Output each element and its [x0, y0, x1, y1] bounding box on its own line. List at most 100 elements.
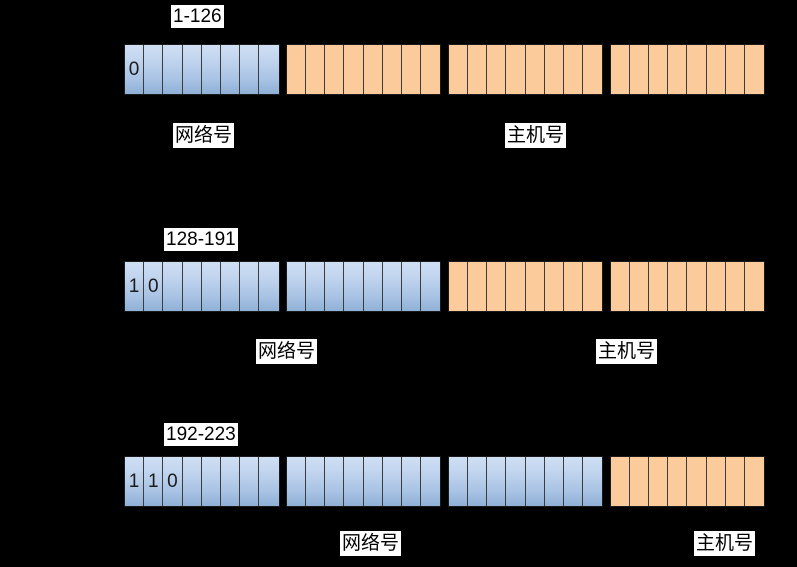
bit-cell	[306, 45, 326, 94]
bit-cell	[402, 45, 422, 94]
field-label-class-b-2: 主机号	[596, 339, 658, 364]
bit-cell	[545, 457, 564, 506]
bit-cell	[564, 45, 584, 94]
bit-cell	[402, 262, 422, 311]
bit-cell	[668, 45, 688, 94]
bit-cell	[564, 457, 584, 506]
bit-cell	[649, 262, 669, 311]
bit-cell	[421, 262, 440, 311]
bit-cell	[487, 45, 507, 94]
bit-cell: 0	[144, 262, 164, 311]
bit-cell	[240, 45, 260, 94]
range-label-class-a: 1-126	[171, 5, 224, 28]
bit-cell	[668, 262, 688, 311]
bit-cell	[611, 45, 630, 94]
field-label-class-a-1: 网络号	[173, 123, 235, 148]
bit-cell	[630, 262, 650, 311]
bit-cell: 0	[125, 45, 145, 94]
bit-cell	[583, 262, 602, 311]
bit-cell	[421, 45, 440, 94]
bit-cell	[183, 262, 202, 311]
bit-cell	[649, 45, 669, 94]
bit-cell	[745, 45, 764, 94]
bit-cell	[221, 45, 241, 94]
bit-cell	[583, 457, 602, 506]
bit-cell	[449, 262, 468, 311]
bit-cell	[526, 45, 545, 94]
bit-cell	[468, 457, 488, 506]
bit-cell: 0	[163, 457, 183, 506]
octet-class-a-1: 0	[124, 44, 280, 95]
bit-cell	[487, 262, 507, 311]
bit-cell	[449, 45, 468, 94]
bit-cell	[144, 45, 164, 94]
bit-cell	[526, 262, 545, 311]
bit-cell	[630, 45, 650, 94]
octet-class-b-3	[447, 261, 604, 312]
bit-cell	[707, 457, 726, 506]
bit-cell	[545, 262, 564, 311]
octet-class-c-2	[285, 456, 442, 507]
bit-cell	[183, 457, 202, 506]
bit-cell	[259, 45, 278, 94]
bit-cell	[364, 262, 383, 311]
field-label-class-b-1: 网络号	[256, 339, 318, 364]
bit-cell	[344, 457, 364, 506]
bit-cell	[325, 45, 345, 94]
bit-cell	[259, 262, 278, 311]
bit-cell	[325, 262, 345, 311]
bit-cell	[344, 45, 364, 94]
bit-cell	[325, 457, 345, 506]
bit-cell	[287, 262, 307, 311]
bit-cell	[649, 457, 669, 506]
bit-cell	[259, 457, 278, 506]
bit-cell	[202, 45, 221, 94]
bit-cell	[583, 45, 602, 94]
octet-class-c-3	[447, 456, 604, 507]
bit-cell	[402, 457, 422, 506]
bit-cell	[468, 262, 488, 311]
bit-cell	[183, 45, 202, 94]
bit-cell	[364, 457, 383, 506]
bit-cell	[745, 262, 764, 311]
bit-cell	[287, 457, 307, 506]
bit-cell: 1	[125, 457, 145, 506]
octet-class-c-4	[609, 456, 766, 507]
bit-cell	[240, 457, 260, 506]
range-label-class-c: 192-223	[164, 423, 238, 446]
bit-cell	[240, 262, 260, 311]
field-label-class-c-1: 网络号	[340, 531, 402, 556]
bit-cell	[468, 45, 488, 94]
bit-cell	[564, 262, 584, 311]
bit-cell	[221, 262, 241, 311]
octet-class-b-2	[285, 261, 442, 312]
bit-cell	[506, 45, 526, 94]
bit-cell	[726, 457, 745, 506]
bit-cell	[383, 262, 403, 311]
bit-cell	[306, 457, 326, 506]
bit-cell	[383, 45, 403, 94]
bit-cell: 1	[125, 262, 145, 311]
bit-cell	[287, 45, 307, 94]
field-label-class-c-2: 主机号	[694, 531, 756, 556]
bit-cell	[221, 457, 241, 506]
octet-class-a-3	[447, 44, 604, 95]
bit-cell	[383, 457, 403, 506]
bit-cell	[202, 457, 221, 506]
bit-cell: 1	[144, 457, 164, 506]
octet-class-b-4	[609, 261, 766, 312]
bit-cell	[545, 45, 564, 94]
bit-cell	[707, 262, 726, 311]
bit-cell	[687, 262, 707, 311]
range-label-class-b: 128-191	[164, 228, 238, 251]
bit-cell	[726, 45, 745, 94]
bit-cell	[506, 262, 526, 311]
bit-cell	[687, 45, 707, 94]
bit-cell	[202, 262, 221, 311]
bit-cell	[364, 45, 383, 94]
bit-cell	[163, 45, 183, 94]
